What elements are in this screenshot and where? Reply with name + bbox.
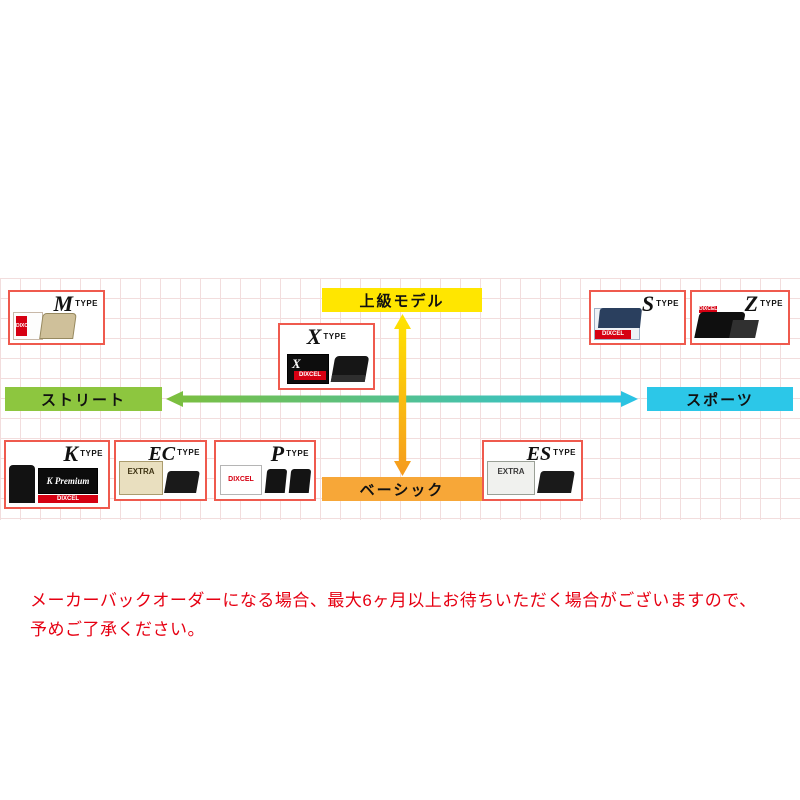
product-photo: DIXCEL xyxy=(694,306,767,340)
note-line-1: メーカーバックオーダーになる場合、最大6ヶ月以上お待ちいただく場合がございますの… xyxy=(30,591,757,610)
brake-pad-image xyxy=(288,469,312,493)
product-package: K Premium xyxy=(38,468,98,494)
dixcel-logo: DIXCEL xyxy=(228,476,254,483)
package-name: EXTRA xyxy=(127,467,155,476)
type-suffix: TYPE xyxy=(286,449,309,458)
vertical-axis-arrow xyxy=(394,314,411,476)
type-suffix: TYPE xyxy=(553,448,576,457)
dixcel-logo: DIXCEL xyxy=(699,306,717,313)
product-photo: DIXCEL xyxy=(220,461,314,495)
dixcel-logo: DIXCEL xyxy=(38,495,98,503)
type-suffix: TYPE xyxy=(80,449,103,458)
type-suffix: TYPE xyxy=(75,299,98,308)
brake-pad-image xyxy=(9,465,35,503)
product-package: X DIXCEL xyxy=(287,354,329,384)
product-package: DIXCEL xyxy=(594,308,643,340)
type-letter: EC xyxy=(148,443,176,465)
product-package: DIXCEL xyxy=(220,465,262,495)
backorder-note: メーカーバックオーダーになる場合、最大6ヶ月以上お待ちいただく場合がございますの… xyxy=(30,586,757,644)
axis-label-premium-model: 上級モデル xyxy=(322,288,482,312)
dixcel-logo: DIXCEL xyxy=(595,330,631,339)
product-package: DIXCEL xyxy=(13,312,43,340)
product-photo: DIXCEL xyxy=(594,304,660,340)
axis-label-basic: ベーシック xyxy=(322,477,482,501)
axis-label-sport: スポーツ xyxy=(647,387,793,411)
type-letter: Z xyxy=(744,291,759,316)
brake-pad-image xyxy=(264,469,288,493)
product-photo: EXTRA xyxy=(487,457,581,495)
type-suffix: TYPE xyxy=(656,299,679,308)
type-letter: S xyxy=(641,291,655,316)
brake-pad-image xyxy=(39,313,77,339)
axis-arrows xyxy=(166,314,638,476)
package-letter: X xyxy=(292,356,301,371)
product-photo: EXTRA xyxy=(119,457,203,495)
type-letter: K xyxy=(63,441,79,466)
type-letter: ES xyxy=(526,443,552,465)
brake-pad-image xyxy=(164,471,200,493)
type-letter: M xyxy=(53,291,74,316)
brake-pad-image xyxy=(330,356,370,382)
product-package: EXTRA xyxy=(487,461,535,495)
type-suffix: TYPE xyxy=(323,332,347,341)
product-photo: X DIXCEL xyxy=(285,348,371,384)
brake-pad-image xyxy=(729,320,759,338)
brake-pad-image xyxy=(597,308,643,328)
package-name: K Premium xyxy=(46,476,90,486)
product-photo: DIXCEL xyxy=(13,306,77,340)
brake-pad-image xyxy=(537,471,575,493)
type-suffix: TYPE xyxy=(760,299,783,308)
product-photo: K Premium DIXCEL xyxy=(9,459,107,503)
dixcel-logo: DIXCEL xyxy=(294,371,326,380)
dixcel-logo: DIXCEL xyxy=(16,316,27,336)
package-name: EXTRA xyxy=(497,467,525,476)
axis-label-street: ストリート xyxy=(5,387,162,411)
product-package: EXTRA xyxy=(119,461,163,495)
type-suffix: TYPE xyxy=(177,448,200,457)
type-letter: P xyxy=(270,441,285,466)
type-letter: X xyxy=(306,324,322,349)
note-line-2: 予めご了承ください。 xyxy=(30,620,205,639)
